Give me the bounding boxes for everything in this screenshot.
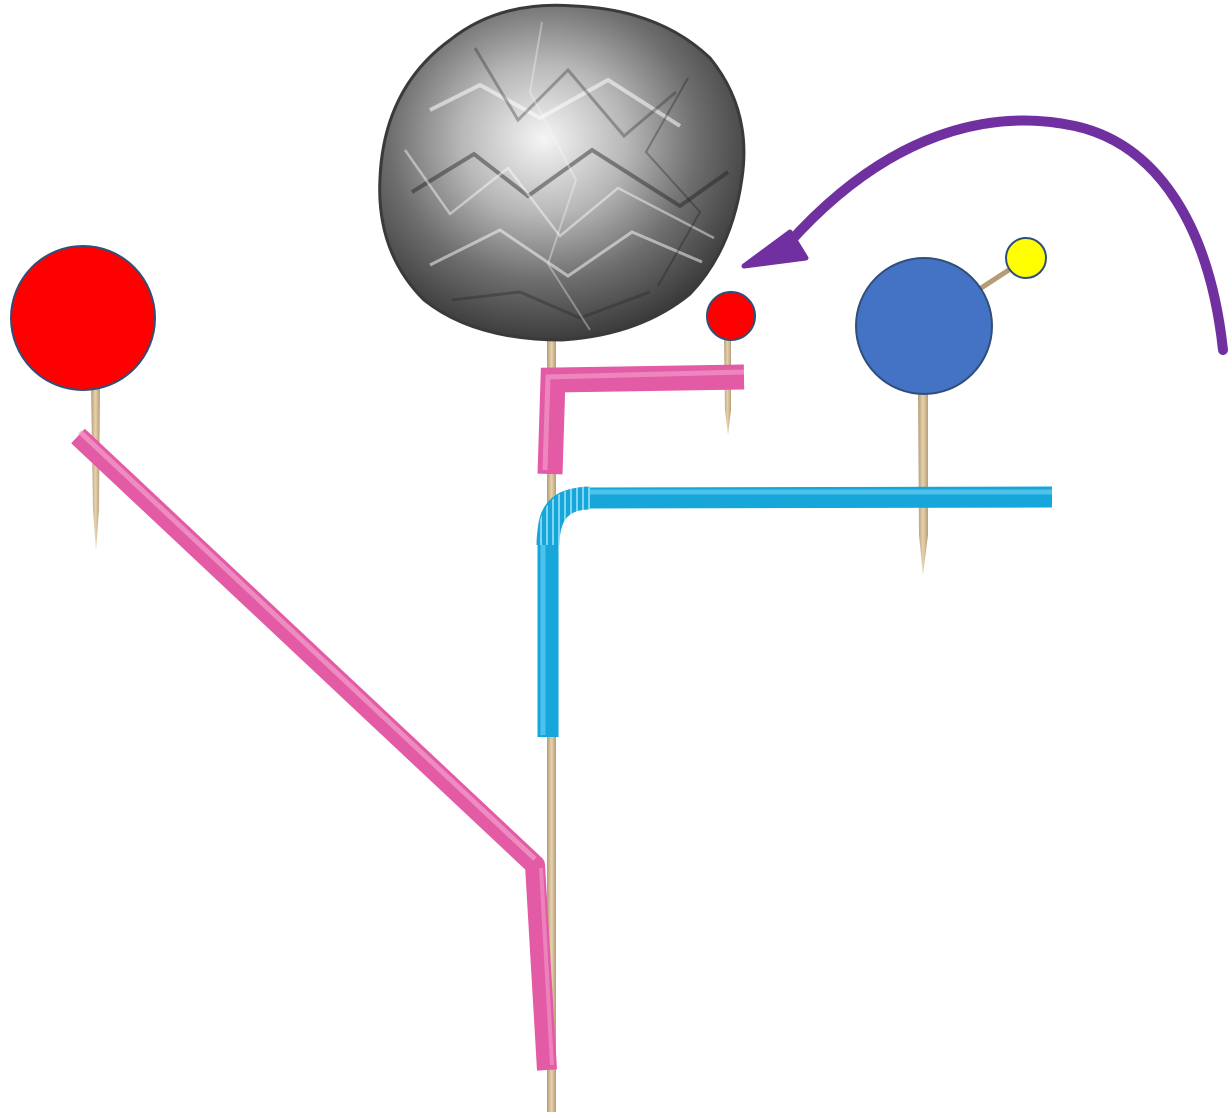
pink-straw-diagonal bbox=[71, 428, 557, 1071]
large-red-ball-toothpick bbox=[91, 385, 100, 550]
blue-ball-toothpick bbox=[918, 388, 928, 575]
pink-straw-top bbox=[537, 364, 745, 475]
blue-straw bbox=[536, 486, 1053, 737]
foil-ball bbox=[378, 3, 746, 342]
yellow-ball bbox=[1005, 237, 1047, 279]
blue-ball bbox=[855, 257, 993, 395]
large-red-ball bbox=[10, 245, 156, 391]
curved-arrow bbox=[741, 115, 1228, 355]
small-red-ball bbox=[706, 291, 756, 341]
